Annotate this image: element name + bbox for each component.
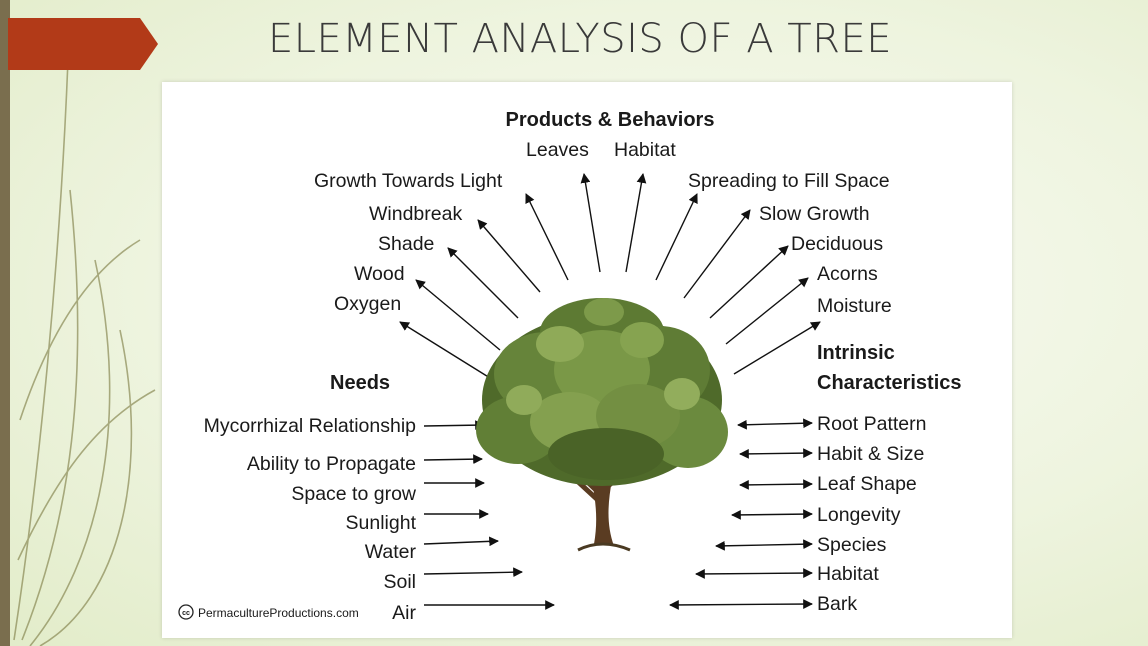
arrow-propagate bbox=[423, 454, 483, 465]
intrinsic-label-leaf-shape: Leaf Shape bbox=[817, 473, 917, 495]
product-label-growth-towards-light: Growth Towards Light bbox=[314, 170, 503, 192]
arrow-wood bbox=[415, 279, 501, 351]
decorative-curves bbox=[13, 59, 156, 646]
arrow-leaf-shape bbox=[739, 479, 813, 490]
needs-heading: Needs bbox=[330, 372, 390, 394]
arrow-acorns bbox=[725, 277, 809, 345]
product-label-deciduous: Deciduous bbox=[791, 233, 883, 255]
arrow-habitat bbox=[625, 173, 647, 273]
arrow-root-pattern bbox=[737, 418, 813, 430]
need-label-sunlight: Sunlight bbox=[346, 512, 417, 534]
arrow-soil bbox=[423, 567, 523, 578]
creative-commons-credit: cc PermacultureProductions.com bbox=[178, 604, 359, 620]
need-label-space-to-grow: Space to grow bbox=[291, 483, 417, 505]
need-label-water: Water bbox=[365, 541, 417, 563]
arrow-water bbox=[423, 536, 499, 547]
need-label-soil: Soil bbox=[383, 571, 416, 593]
intrinsic-heading-line2: Characteristics bbox=[817, 372, 962, 394]
diagram-panel: Products & Behaviors Needs Intrinsic Cha… bbox=[162, 82, 1012, 638]
arrow-moisture bbox=[733, 321, 821, 375]
need-arrows bbox=[423, 420, 555, 610]
product-label-leaves: Leaves bbox=[526, 139, 589, 161]
arrow-oxygen bbox=[399, 321, 491, 379]
intrinsic-label-longevity: Longevity bbox=[817, 504, 901, 526]
product-label-moisture: Moisture bbox=[817, 295, 892, 317]
arrow-slow-growth bbox=[683, 209, 751, 299]
arrow-habitat bbox=[695, 568, 813, 579]
cc-badge: cc bbox=[182, 610, 190, 617]
product-label-oxygen: Oxygen bbox=[334, 293, 401, 315]
product-label-spreading: Spreading to Fill Space bbox=[688, 170, 890, 192]
title-accent-arrow bbox=[8, 18, 158, 70]
arrow-species bbox=[715, 539, 813, 551]
product-arrows bbox=[399, 173, 821, 379]
arrow-mycorrhizal bbox=[423, 420, 485, 431]
product-label-shade: Shade bbox=[378, 233, 434, 255]
intrinsic-label-habitat: Habitat bbox=[817, 563, 879, 585]
product-label-acorns: Acorns bbox=[817, 263, 878, 285]
intrinsic-label-species: Species bbox=[817, 534, 887, 556]
products-behaviors-heading: Products & Behaviors bbox=[506, 109, 715, 131]
tree-canopy bbox=[476, 298, 728, 486]
intrinsic-label-root-pattern: Root Pattern bbox=[817, 413, 926, 435]
arrow-leaves bbox=[580, 173, 601, 273]
arrow-bark bbox=[669, 599, 813, 610]
intrinsic-label-bark: Bark bbox=[817, 593, 857, 615]
oak-tree-illustration bbox=[476, 298, 728, 552]
product-label-windbreak: Windbreak bbox=[369, 203, 462, 225]
arrow-deciduous bbox=[709, 245, 789, 319]
product-label-slow-growth: Slow Growth bbox=[759, 203, 870, 225]
arrow-habit-size bbox=[739, 448, 813, 459]
intrinsic-heading-line1: Intrinsic bbox=[817, 342, 895, 364]
need-label-propagate: Ability to Propagate bbox=[247, 453, 416, 475]
credit-text: PermacultureProductions.com bbox=[198, 606, 359, 620]
intrinsic-arrows bbox=[669, 418, 813, 610]
decorative-swoosh bbox=[0, 0, 158, 646]
need-label-mycorrhizal: Mycorrhizal Relationship bbox=[204, 415, 417, 437]
arrow-longevity bbox=[731, 509, 813, 520]
need-label-air: Air bbox=[392, 602, 416, 624]
intrinsic-label-habit-size: Habit & Size bbox=[817, 443, 924, 465]
arrow-windbreak bbox=[477, 219, 541, 293]
tree-element-diagram: Products & Behaviors Needs Intrinsic Cha… bbox=[178, 109, 962, 624]
arrow-spreading bbox=[655, 193, 698, 281]
left-edge-bar bbox=[0, 0, 10, 646]
product-label-wood: Wood bbox=[354, 263, 405, 285]
cc-icon bbox=[178, 604, 194, 620]
product-label-habitat: Habitat bbox=[614, 139, 676, 161]
slide-title: ELEMENT ANALYSIS OF A TREE bbox=[267, 16, 893, 62]
arrow-shade bbox=[447, 247, 519, 319]
arrow-growth-towards-light bbox=[525, 193, 569, 281]
